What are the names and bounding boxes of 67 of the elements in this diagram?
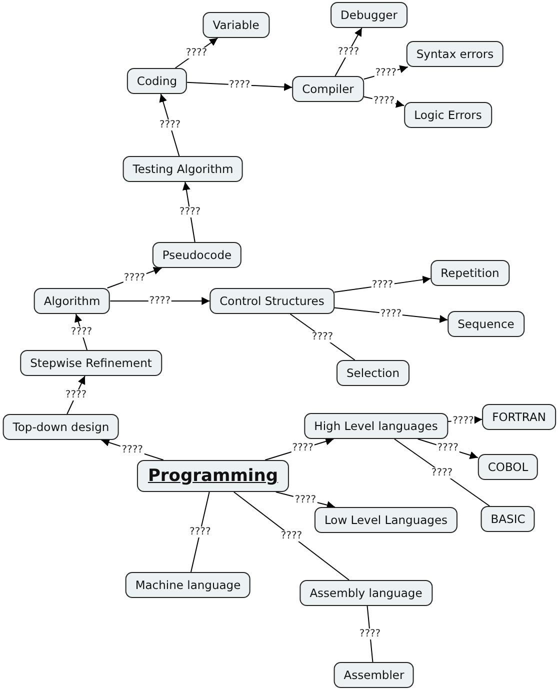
edge-label: ???? [372,96,396,107]
arrow [334,276,432,293]
concept-box: Syntax errors [406,41,504,67]
edge-label: ???? [358,628,382,640]
connector-line [366,606,374,662]
edge-label: ???? [120,444,144,456]
concept-box: Testing Algorithm [122,156,244,182]
edge-label: ???? [64,390,88,400]
edge-label: ???? [291,442,314,454]
concept-box: Variable [202,12,270,38]
edge-label: ???? [294,494,317,505]
arrow [174,38,218,68]
arrow [100,438,164,460]
arrow [417,438,478,460]
arrow [66,376,86,414]
concept-box: Stepwise Refinement [20,350,162,376]
connector-line [190,492,210,572]
edge-label: ???? [379,308,403,320]
arrow [106,267,162,288]
concept-box: High Level languages [304,413,448,439]
arrow [182,182,196,242]
connector-line [394,438,490,506]
concept-box: Sequence [448,311,524,337]
edge-label: ???? [374,68,398,79]
concept-box: FORTRAN [482,404,556,430]
arrow [74,314,88,350]
arrow [334,307,448,323]
concept-box: Assembler [334,662,414,688]
concept-box: Compiler [292,76,364,102]
central-concept-box: Programming [136,460,290,492]
edge-label: ???? [336,46,360,58]
edge-label: ???? [148,296,172,306]
edge-label: ???? [184,48,208,58]
arrow [159,94,180,156]
concept-box: Debugger [330,2,408,28]
concept-box: Repetition [430,260,510,286]
edge-label: ???? [158,120,182,130]
edge-label: ???? [310,332,334,342]
concept-box: Selection [336,360,410,386]
edge-label: ???? [436,442,460,454]
edge-label: ???? [430,467,454,478]
concept-box: Algorithm [34,288,110,314]
arrow [275,492,336,509]
arrow [264,438,334,460]
edge-label: ???? [122,272,146,284]
edge-label: ???? [188,526,212,538]
connector-line [290,314,356,360]
concept-box: Top-down design [2,414,120,440]
edge-label: ???? [178,206,202,218]
concept-box: COBOL [478,454,538,480]
arrow [334,28,362,76]
connector-line [233,492,350,580]
concept-box: Control Structures [210,288,334,314]
concept-box: BASIC [480,506,536,532]
edge-label: ???? [228,79,252,90]
concept-box: Assembly language [300,580,432,606]
edge-label: ???? [70,326,94,338]
concept-box: Logic Errors [404,102,492,128]
concept-box: Coding [126,68,188,94]
edge-label: ???? [280,530,304,542]
arrow [110,297,210,305]
concept-box: Pseudocode [152,242,242,268]
arrow [186,82,293,91]
edge-label: ???? [452,415,475,426]
arrow [363,96,405,108]
concept-box: Low Level Languages [314,507,458,533]
concept-box: Machine language [125,572,251,598]
